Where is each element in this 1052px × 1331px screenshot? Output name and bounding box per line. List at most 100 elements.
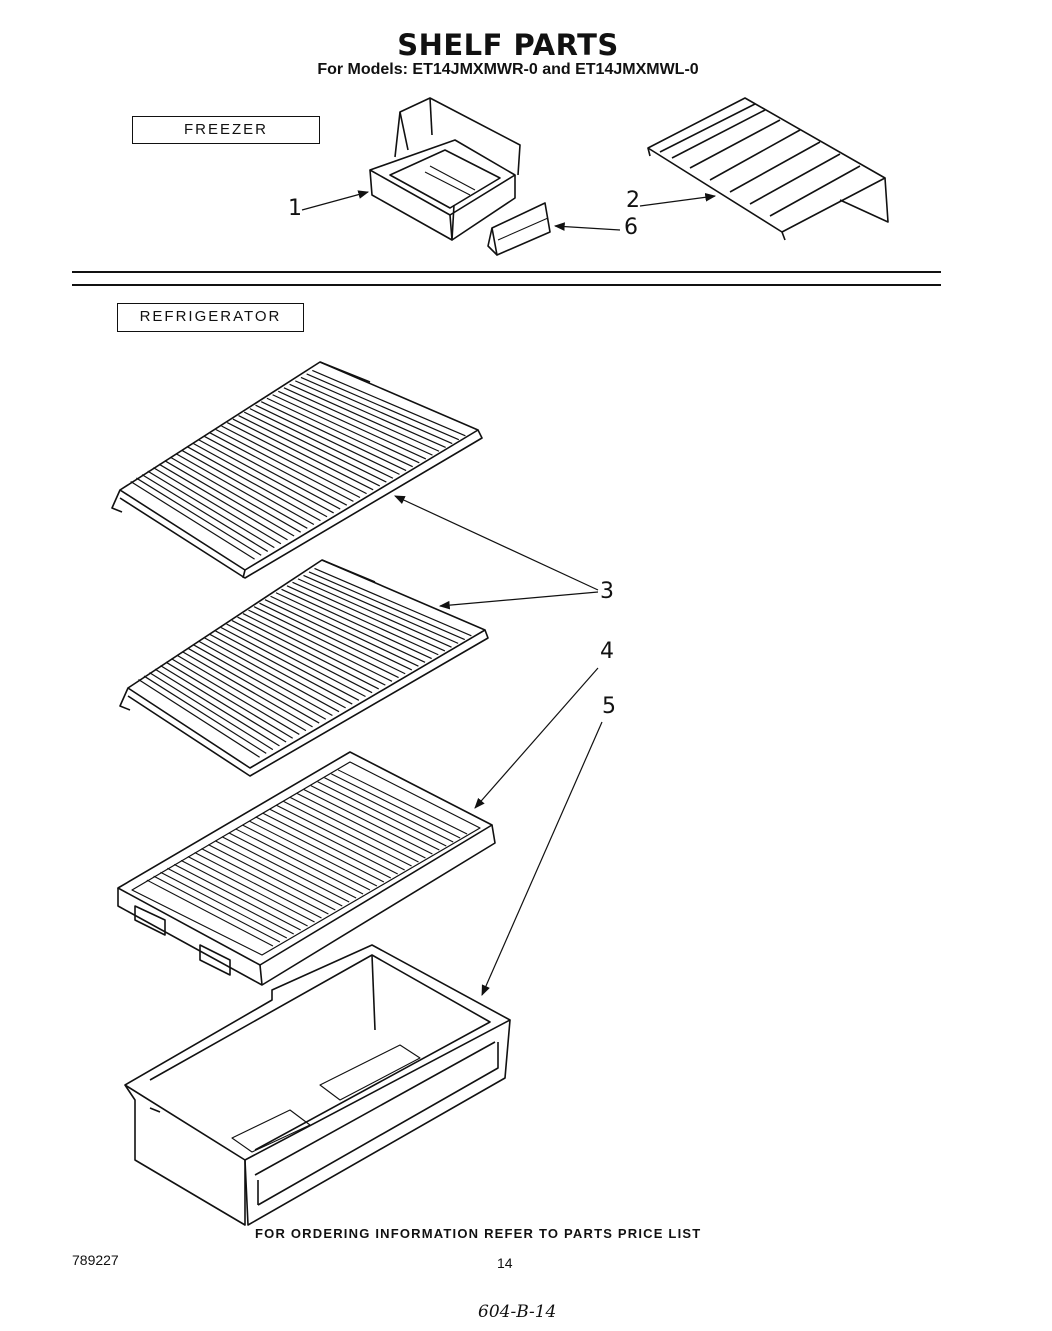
shelf-rib (307, 374, 459, 440)
document-number: 789227 (72, 1252, 119, 1268)
shelf-rib (193, 443, 327, 516)
shelf-rib (265, 600, 412, 670)
shelf-rib (284, 801, 412, 866)
shelf-rib (142, 475, 268, 552)
shelf-rib (256, 817, 384, 882)
callout-6: 6 (624, 215, 638, 240)
shelf-rib (194, 645, 326, 719)
clip-part-6 (488, 203, 550, 255)
shelf-rib (232, 621, 372, 693)
shelf-rib (250, 409, 393, 479)
shelf-rib (182, 450, 314, 524)
refrigerator-shelf-part-3-upper (112, 362, 482, 578)
shelf-rib (161, 666, 287, 742)
model-subtitle: For Models: ET14JMXMWR-0 and ET14JMXMWL-… (317, 61, 699, 78)
shelf-rib (199, 440, 334, 513)
shelf-rib (172, 659, 300, 735)
shelf-rib (301, 377, 452, 443)
shelf-rib (222, 837, 349, 902)
shelf-rib (205, 638, 340, 712)
shelf-rib (318, 782, 447, 846)
section-divider-bottom (72, 284, 941, 286)
shelf-rib (276, 593, 425, 663)
shelf-rib (244, 412, 386, 482)
shelf-rib (229, 833, 356, 898)
shelf-rib (260, 603, 406, 674)
shelf-rib (221, 627, 359, 700)
shelf-rib (216, 631, 353, 704)
ordering-note: FOR ORDERING INFORMATION REFER TO PARTS … (255, 1226, 702, 1241)
callout-3: 3 (600, 579, 614, 604)
shelf-rib (188, 856, 315, 922)
crisper-drawer-part-5 (125, 945, 510, 1225)
freezer-wire-shelf-part-2 (648, 98, 888, 240)
shelf-rib (304, 790, 432, 854)
shelf-rib (249, 821, 377, 886)
shelf-rib (309, 572, 465, 640)
callout-4: 4 (600, 639, 614, 664)
shelf-rib (261, 402, 406, 471)
shelf-rib (216, 429, 354, 501)
shelf-rib (263, 813, 391, 878)
callout-5: 5 (602, 694, 616, 719)
shelf-rib (331, 774, 460, 838)
shelf-rib (187, 447, 320, 521)
shelf-rib (181, 860, 308, 926)
section-divider-top (72, 271, 941, 273)
freezer-basket-part-1 (370, 98, 520, 240)
page-number: 14 (497, 1255, 513, 1271)
shelf-rib (215, 841, 342, 906)
shelf-rib (227, 423, 366, 494)
shelf-rib (311, 786, 440, 850)
shelf-rib (131, 482, 255, 560)
shelf-rib (277, 805, 405, 870)
crisper-cover-part-4 (118, 752, 495, 985)
shelf-rib (254, 607, 399, 678)
shelf-rib (148, 471, 275, 547)
shelf-rib (243, 614, 385, 686)
shelf-rib (290, 384, 439, 451)
shelf-rib (177, 655, 306, 730)
shelf-rib (282, 589, 432, 658)
shelf-rib (161, 872, 287, 938)
shelf-rib (238, 617, 379, 689)
shelf-rib (210, 433, 347, 505)
shelf-rib (284, 388, 433, 455)
shelf-rib (293, 582, 445, 651)
shelf-rib (290, 797, 418, 862)
shelf-rib (243, 825, 371, 890)
shelf-rib (249, 610, 392, 681)
shelf-rib (298, 579, 452, 647)
refrigerator-shelf-part-3-lower (120, 560, 488, 776)
shelf-rib (312, 370, 465, 435)
shelf-rib (304, 575, 459, 643)
shelf-rib (270, 809, 398, 874)
shelf-rib (144, 676, 266, 753)
shelf-rib (222, 426, 361, 498)
shelf-rib (256, 405, 400, 474)
refrigerator-section-label: REFRIGERATOR (117, 303, 304, 332)
shelf-rib (199, 641, 332, 715)
shelf-rib (325, 778, 454, 842)
shelf-rib (183, 652, 313, 727)
shelf-rib (139, 680, 260, 758)
shelf-rib (210, 634, 346, 707)
shelf-rib (166, 662, 293, 738)
freezer-section-label: FREEZER (132, 116, 320, 144)
page-title: SHELF PARTS (397, 28, 619, 62)
shelf-rib (188, 648, 319, 723)
shelf-rib (136, 478, 261, 555)
shelf-rib (267, 398, 413, 466)
shelf-rib (204, 436, 340, 509)
shelf-rib (227, 624, 366, 697)
shelf-rib (165, 461, 294, 536)
shelf-rib (155, 669, 279, 746)
shelf-rib (153, 468, 281, 544)
shelf-rib (315, 568, 472, 635)
shelf-rib (295, 381, 445, 448)
shelf-rib (170, 457, 300, 532)
callout-2: 2 (626, 188, 640, 213)
shelf-rib (271, 596, 419, 666)
shelf-rib (233, 419, 373, 490)
